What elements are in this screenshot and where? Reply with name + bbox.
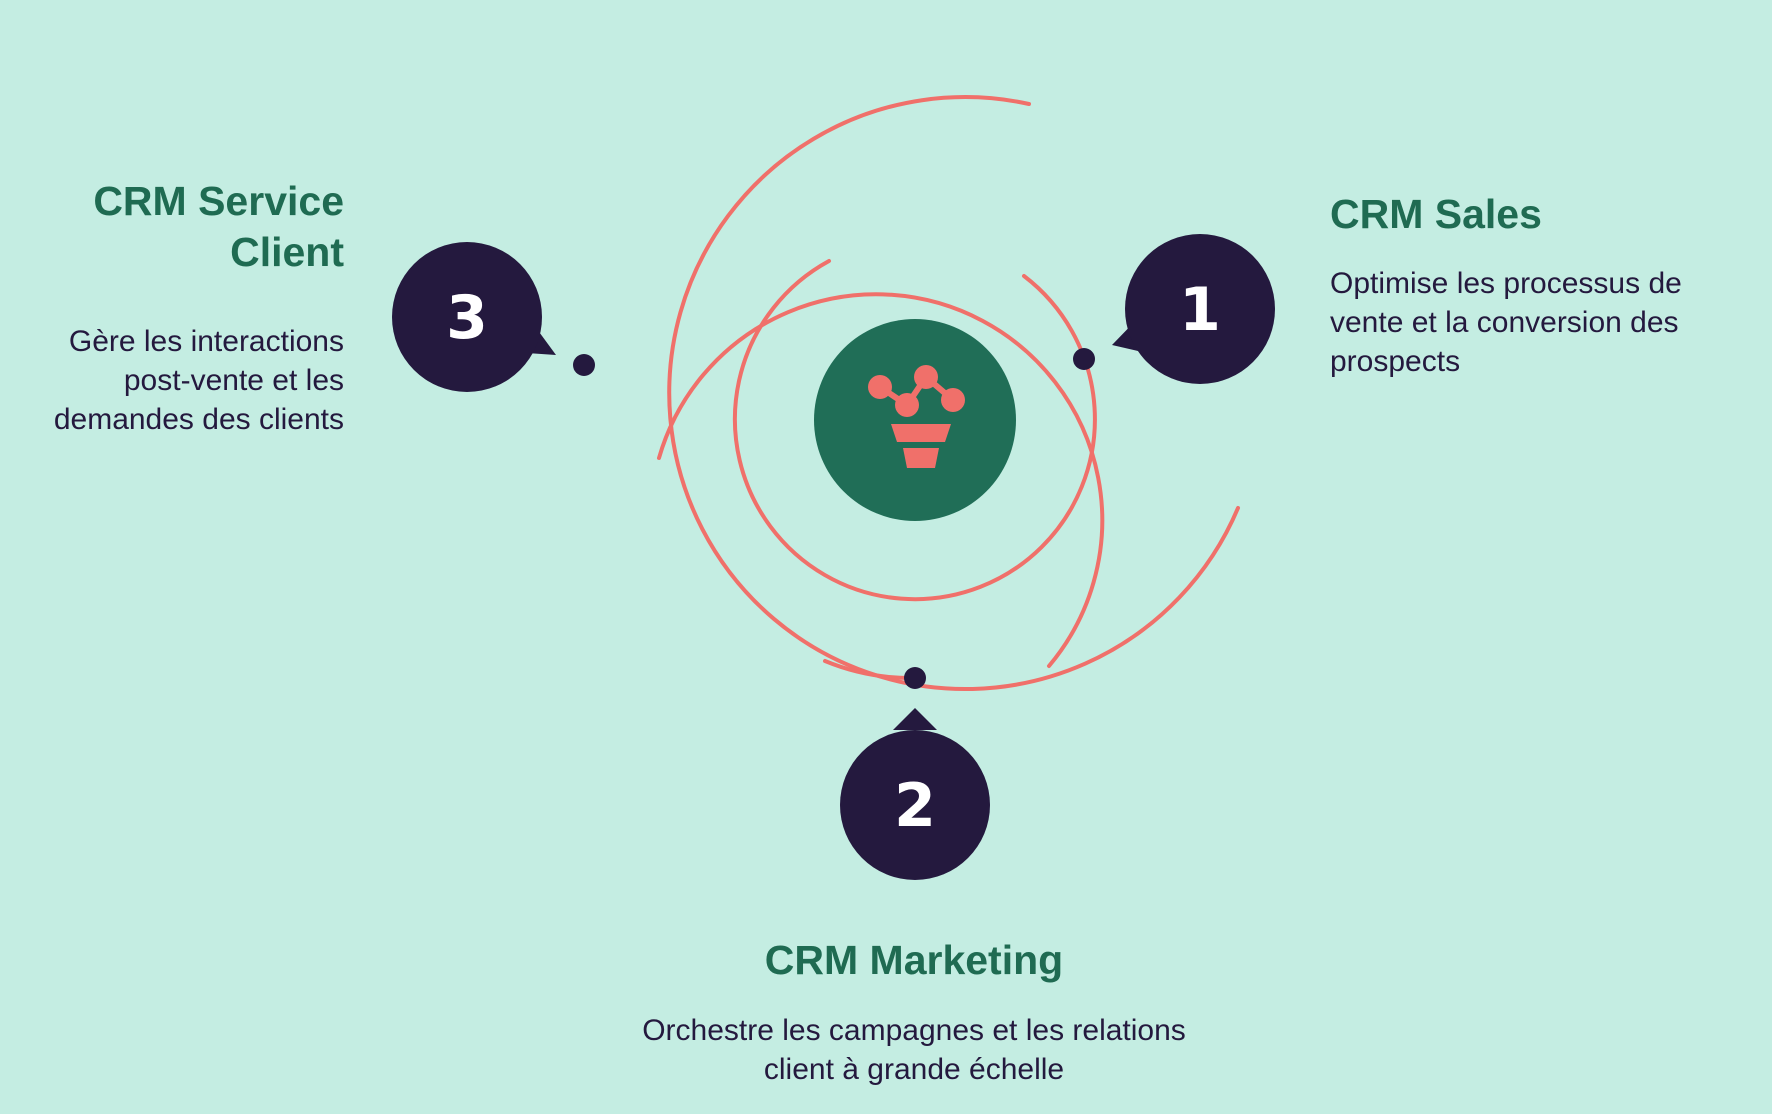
item-3-title: CRM Service Client <box>93 178 344 275</box>
inner-ring-arc-right <box>732 259 1097 602</box>
badge-1-number: 1 <box>1179 275 1221 345</box>
badge-2: 2 <box>840 708 990 880</box>
outer-ring-arc-main <box>667 95 1240 692</box>
item-2-title: CRM Marketing <box>764 937 1064 983</box>
badge-1: 1 <box>1112 234 1275 384</box>
badge-3-number: 3 <box>446 283 488 353</box>
item-1-description: Optimise les processus de vente et la co… <box>1330 267 1682 378</box>
funnel-network-icon <box>868 365 965 468</box>
inner-ring-arc-bottom <box>823 659 917 681</box>
item-3-description: Gère les interactions post-vente et les … <box>53 325 344 436</box>
item-2-description: Orchestre les campagnes et les relations… <box>642 1014 1186 1086</box>
orbit-rings <box>657 95 1240 692</box>
badge-2-number: 2 <box>894 771 936 841</box>
middle-ring-arc <box>657 292 1105 668</box>
connector-dot-2 <box>904 667 926 689</box>
connector-dot-3 <box>573 354 595 376</box>
connector-dots <box>573 348 1095 689</box>
center-hub <box>814 319 1016 521</box>
badge-3: 3 <box>392 242 556 392</box>
item-1-title: CRM Sales <box>1330 191 1542 237</box>
connector-dot-1 <box>1073 348 1095 370</box>
